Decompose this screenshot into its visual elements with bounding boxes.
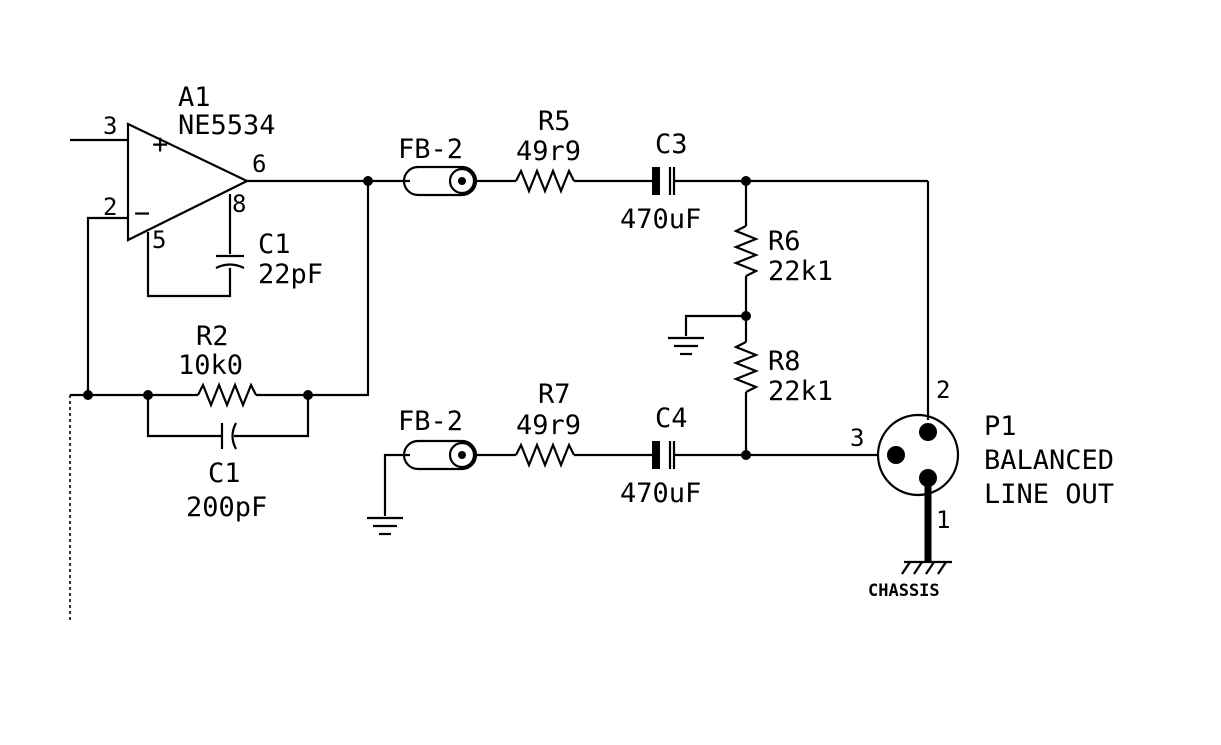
comp-cap-value: 22pF bbox=[258, 259, 323, 290]
ferrite-bottom-label: FB-2 bbox=[398, 406, 463, 437]
r6-ref: R6 bbox=[768, 226, 801, 257]
feedback-cap-ref: C1 bbox=[208, 458, 241, 489]
r8-value: 22k1 bbox=[768, 376, 833, 407]
opamp-minus-sign: − bbox=[134, 198, 150, 229]
c4-ref: C4 bbox=[655, 403, 688, 434]
xlr-connector-p1: 2 3 1 P1 BALANCED LINE OUT bbox=[850, 376, 1114, 534]
opamp-part: NE5534 bbox=[178, 110, 276, 141]
inverting-input-wire bbox=[86, 216, 128, 395]
feedback-cap-plate-2 bbox=[231, 422, 237, 450]
capacitor-c3: C3 470uF bbox=[620, 129, 701, 235]
connector-pin-2-label: 2 bbox=[936, 376, 950, 404]
feedback-network: R2 10k0 C1 200pF bbox=[83, 321, 313, 523]
connector-pin-2-dot bbox=[919, 423, 937, 441]
r7-ref: R7 bbox=[538, 379, 571, 410]
ferrite-top-label: FB-2 bbox=[398, 134, 463, 165]
opamp-pin-2: 2 bbox=[103, 193, 117, 221]
feedback-return-wire bbox=[308, 181, 370, 397]
capacitor-c4: C4 470uF bbox=[620, 403, 701, 509]
ferrite-bead-bottom: FB-2 bbox=[398, 406, 478, 471]
opamp-triangle bbox=[126, 122, 250, 242]
chassis-ground-symbol: CHASSIS bbox=[868, 560, 952, 601]
feedback-cap-right-wire bbox=[234, 395, 310, 438]
r5-ref: R5 bbox=[538, 106, 571, 137]
feedback-res-value: 10k0 bbox=[178, 350, 243, 381]
comp-cap-lower-wire bbox=[146, 232, 232, 298]
feedback-cap-left-wire bbox=[146, 395, 222, 438]
c3-ref: C3 bbox=[655, 129, 688, 160]
feedback-cap-value: 200pF bbox=[186, 492, 267, 523]
r7-value: 49r9 bbox=[516, 410, 581, 441]
feedback-left-junction-dot bbox=[83, 390, 93, 400]
resistor-r6: R6 22k1 bbox=[733, 225, 833, 287]
resistor-r8: R8 22k1 bbox=[733, 341, 833, 407]
opamp-pin-3: 3 bbox=[103, 112, 117, 140]
connector-pin-3-label: 3 bbox=[850, 424, 864, 452]
divider-ground bbox=[668, 314, 746, 356]
opamp-plus-sign: + bbox=[152, 129, 168, 160]
comp-cap-ref: C1 bbox=[258, 229, 291, 260]
connector-pin-1-label: 1 bbox=[936, 506, 950, 534]
connector-label-line-1: BALANCED bbox=[984, 445, 1114, 476]
c4-value: 470uF bbox=[620, 478, 701, 509]
connector-pin-3-dot bbox=[887, 446, 905, 464]
opamp-ref: A1 bbox=[178, 82, 211, 113]
connector-body bbox=[876, 413, 960, 497]
opamp-pin-5: 5 bbox=[152, 226, 166, 254]
connector-label-line-2: LINE OUT bbox=[984, 479, 1114, 510]
opamp-pin-8: 8 bbox=[232, 190, 246, 218]
c3-value: 470uF bbox=[620, 204, 701, 235]
r8-ref: R8 bbox=[768, 346, 801, 377]
chassis-label: CHASSIS bbox=[868, 581, 940, 601]
resistor-r7: R7 49r9 bbox=[515, 379, 581, 468]
ferrite-bead-top: FB-2 bbox=[398, 134, 478, 197]
r6-value: 22k1 bbox=[768, 256, 833, 287]
connector-ref: P1 bbox=[984, 411, 1017, 442]
opamp-a1: + − A1 NE5534 3 2 6 8 5 bbox=[103, 82, 276, 254]
cold-leg-ground bbox=[367, 453, 410, 536]
comp-capacitor-c1: C1 22pF bbox=[146, 194, 323, 298]
opamp-pin-6: 6 bbox=[252, 150, 266, 178]
feedback-res-ref: R2 bbox=[196, 321, 229, 352]
resistor-r5: R5 49r9 bbox=[515, 106, 581, 194]
comp-cap-plate-2 bbox=[215, 263, 245, 269]
r5-value: 49r9 bbox=[516, 136, 581, 167]
cold-junction-dot bbox=[741, 450, 751, 460]
feedback-resistor-r2 bbox=[197, 382, 257, 408]
